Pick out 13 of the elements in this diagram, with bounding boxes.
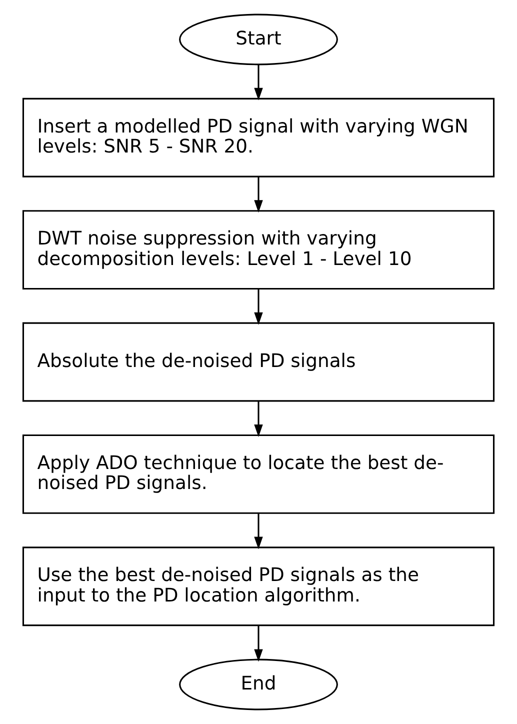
node-box: DWT noise suppression with varying decomposition levels: Level 1 - Level 10 [22,210,495,290]
arrow [254,176,263,213]
node-box: Apply ADO technique to locate the best de-noised PD signals. [22,434,495,514]
arrow [254,513,263,550]
arrow [254,288,263,325]
node-ellipse: End [179,658,338,710]
node-box: Insert a modelled PD signal with varying WGN levels: SNR 5 - SNR 20. [22,98,495,178]
node-ellipse: Start [179,14,338,66]
node-box: Absolute the de-noised PD signals [22,322,495,402]
arrow [254,401,263,438]
node-box: Use the best de-noised PD signals as the input to the PD location algorithm. [22,546,495,626]
arrow [254,64,263,100]
arrow [254,625,263,662]
